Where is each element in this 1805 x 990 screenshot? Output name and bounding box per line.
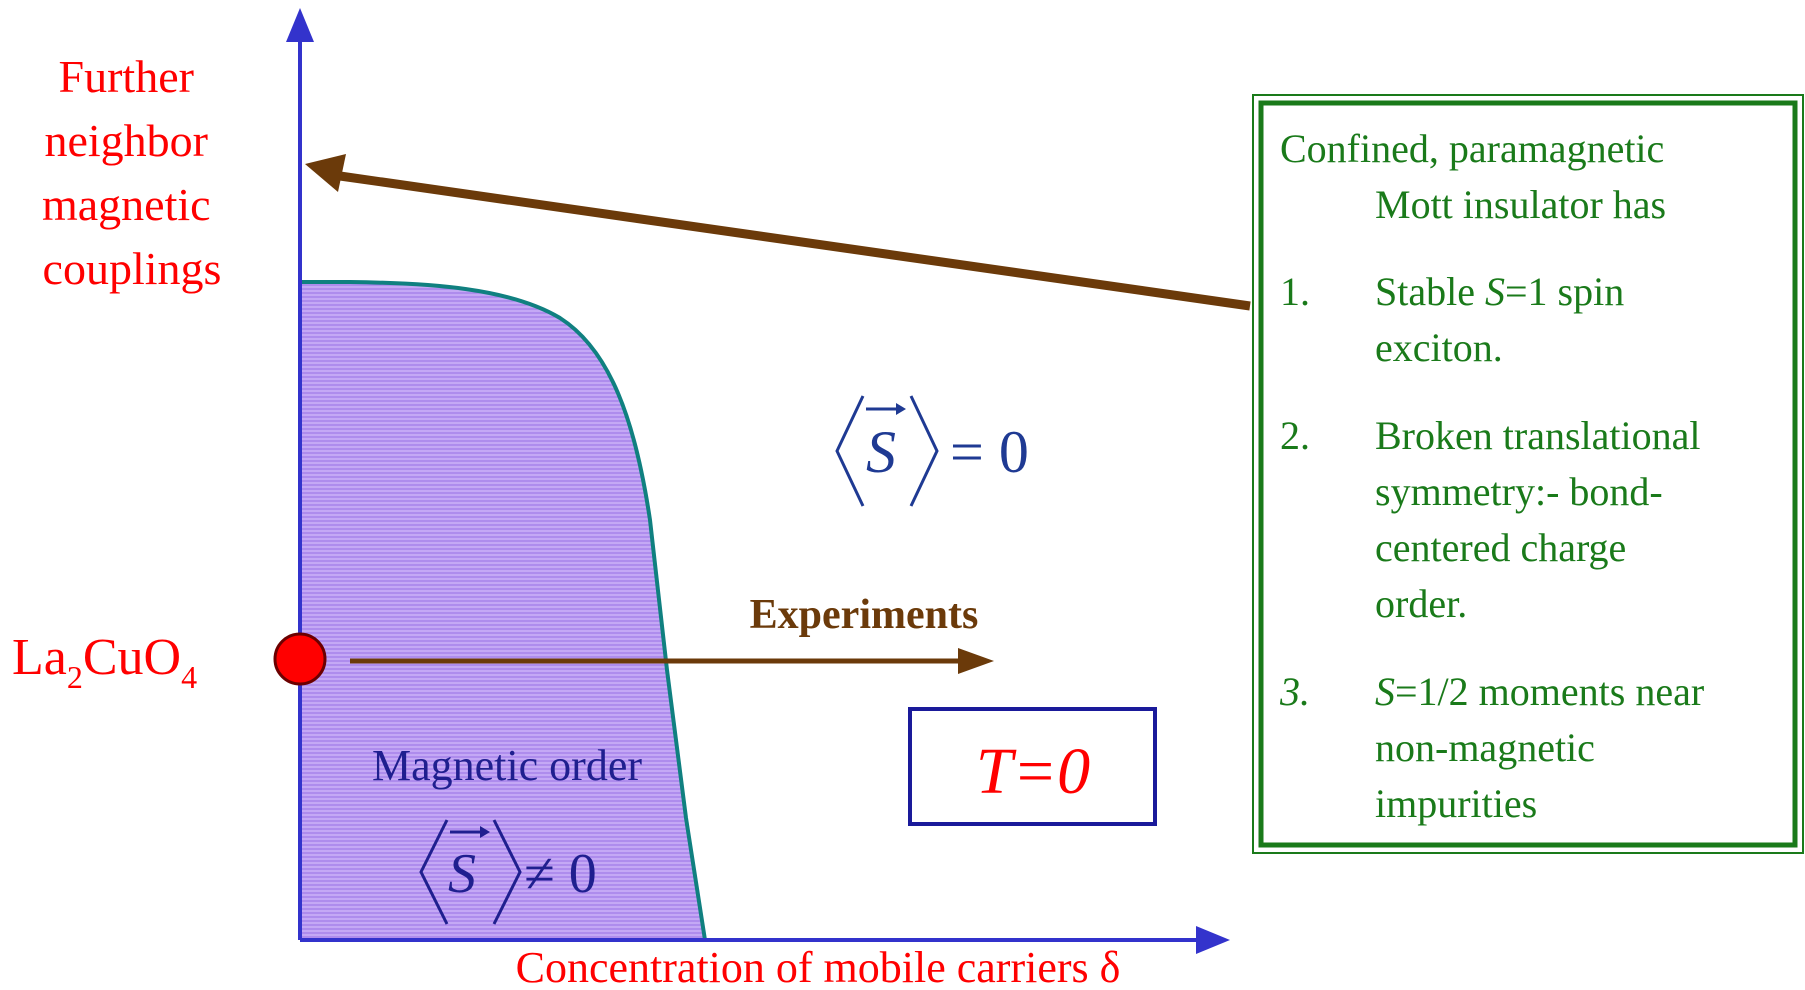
experiments-arrowhead: [958, 648, 994, 674]
magnetic-order-label: Magnetic order: [372, 741, 642, 790]
info-box-line: Stable S=1 spin: [1375, 269, 1624, 314]
spin-symbol-ordered: S: [448, 843, 476, 905]
info-item-number: 3.: [1279, 669, 1310, 714]
coupling-arrow: [339, 171, 1251, 311]
x-axis-arrowhead: [1196, 926, 1230, 954]
info-box: [1258, 100, 1798, 848]
phase-boundary-curve: [300, 280, 707, 941]
spin-relation-ordered: ≠ 0: [524, 843, 597, 905]
info-item-number: 2.: [1280, 413, 1310, 458]
coupling-arrowhead: [305, 154, 346, 192]
temperature-label: T=0: [976, 735, 1090, 808]
spin-zero-formula: S = 0: [835, 395, 1029, 507]
info-item-number: 1.: [1280, 269, 1310, 314]
info-box-line: Mott insulator has: [1375, 182, 1666, 227]
x-axis-label: Concentration of mobile carriers δ: [516, 943, 1121, 990]
temperature-box: [908, 707, 1157, 826]
info-box-line: impurities: [1375, 781, 1537, 826]
y-axis-arrowhead: [286, 8, 314, 42]
la2cuo4-point: [273, 632, 327, 686]
experiments-label: Experiments: [750, 592, 979, 638]
spin-nonzero-formula: S ≠ 0: [419, 819, 597, 925]
info-box-line: centered charge: [1375, 525, 1626, 570]
info-box-line: order.: [1375, 581, 1467, 626]
spin-relation: = 0: [950, 419, 1029, 485]
info-box-line: non-magnetic: [1375, 725, 1595, 770]
spin-symbol: S: [866, 419, 896, 485]
info-box-line: Confined, paramagnetic: [1280, 126, 1664, 171]
info-box-line: Broken translational: [1375, 413, 1700, 458]
magnetic-order-region: [300, 282, 705, 940]
info-box-text: Confined, paramagnetic Mott insulator ha…: [1279, 126, 1704, 826]
y-axis-label: Further neighbor magnetic couplings: [42, 51, 222, 294]
info-box-line: exciton.: [1375, 325, 1503, 370]
info-box-line: symmetry:- bond-: [1375, 469, 1663, 514]
info-box-line: S=1/2 moments near: [1375, 669, 1704, 714]
compound-label: La2CuO4: [12, 629, 197, 695]
